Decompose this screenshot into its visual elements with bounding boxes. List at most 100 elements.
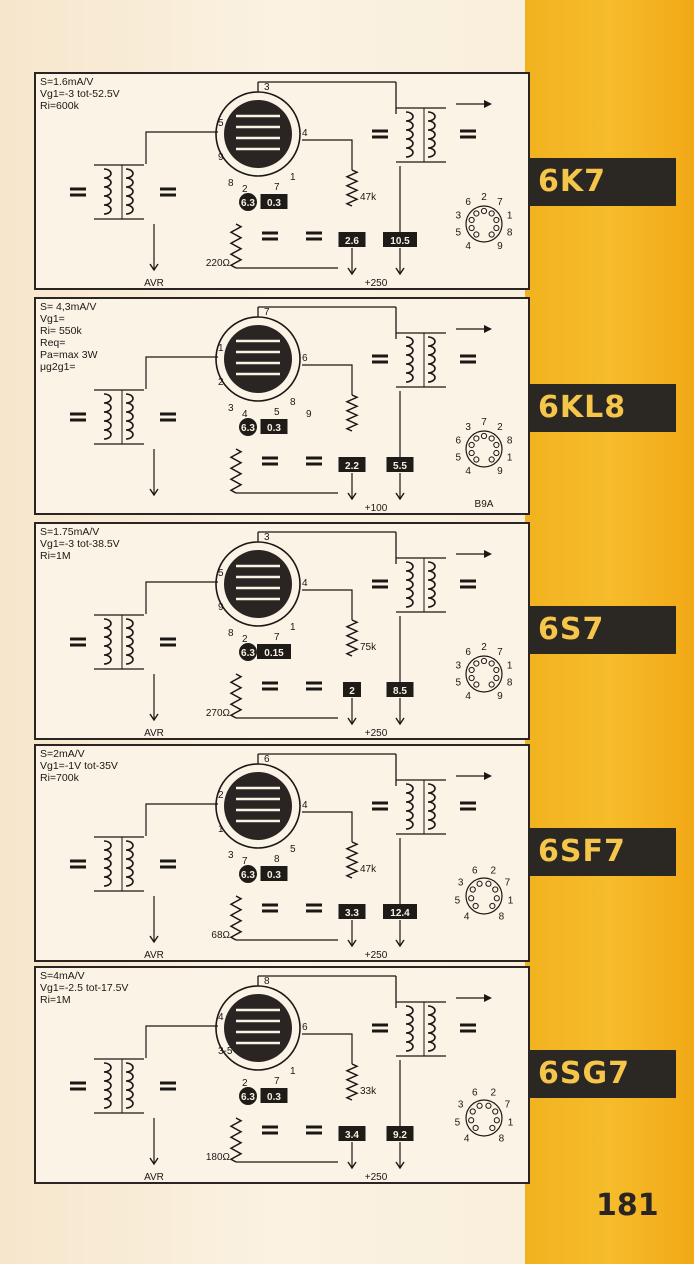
- screen-resistor-value: 33k: [360, 1086, 377, 1097]
- pin-heater-d: 1: [290, 172, 296, 183]
- supply-voltage: +100: [365, 503, 388, 514]
- output-transformer-secondary: [427, 1005, 436, 1052]
- socket-pin: [473, 660, 480, 667]
- socket-pin: [473, 435, 480, 442]
- socket-pin: [468, 441, 475, 449]
- anode-voltage: 5.5: [393, 461, 407, 472]
- screen-resistor: [345, 619, 359, 657]
- input-transformer: [94, 164, 144, 220]
- socket-pin-label: 5: [456, 452, 462, 463]
- output-arrow: [484, 994, 492, 1002]
- pin-right: 4: [302, 128, 308, 139]
- anode-voltage-bg: [386, 457, 414, 472]
- socket-pin-label: 4: [465, 691, 471, 702]
- pin-heater-a: 3: [228, 850, 234, 861]
- socket-pin-label: 4: [465, 466, 471, 477]
- spec-line: Req=: [40, 337, 66, 349]
- socket-pin: [480, 432, 488, 440]
- socket-pin-label: 8: [507, 677, 513, 688]
- socket-pin: [489, 902, 496, 910]
- tube-tag: 6SG7: [530, 1050, 676, 1098]
- output-arrow: [484, 325, 492, 333]
- anode-voltage: 9.2: [393, 1130, 407, 1141]
- pin-left-low: 9: [218, 152, 224, 163]
- socket-pin-label: 6: [472, 1088, 478, 1099]
- socket-pin: [488, 210, 495, 217]
- agc-arrow: [149, 488, 159, 497]
- tuning-capacitor: [160, 1081, 176, 1091]
- cathode-resistor-value: 180Ω: [206, 1152, 231, 1163]
- pin-top: 8: [264, 976, 270, 987]
- input-capacitor: [70, 412, 86, 422]
- screen-wire: [302, 364, 353, 395]
- screen-wire: [302, 1033, 353, 1064]
- socket-pin: [468, 1117, 475, 1124]
- tuning-capacitor: [160, 412, 176, 422]
- supply-voltage: +250: [365, 278, 388, 289]
- socket-base: B9A: [475, 499, 494, 510]
- input-transformer-secondary: [125, 618, 134, 665]
- socket-pin-label: 1: [507, 452, 513, 463]
- socket-outline: [465, 877, 503, 915]
- anode-voltage-bg: [386, 682, 414, 697]
- screen-capacitor: [306, 903, 322, 913]
- socket-pin: [468, 224, 475, 232]
- socket-pin: [488, 231, 495, 238]
- heater-current-bg: [260, 1088, 288, 1103]
- pin-heater-a: 3: [228, 403, 234, 414]
- pin-left-low: 1: [218, 824, 224, 835]
- socket-pin-label: 1: [508, 1118, 514, 1129]
- screen-resistor-value: 47k: [360, 864, 377, 875]
- pin-right: 6: [302, 1022, 308, 1033]
- screen-capacitor: [306, 231, 322, 241]
- socket-pin-label: 7: [505, 1100, 511, 1111]
- socket-pin-label: 5: [455, 1118, 461, 1129]
- screen-resistor: [345, 841, 359, 879]
- input-capacitor: [70, 187, 86, 197]
- spec-line: Vg1=-3 tot-52.5V: [40, 88, 120, 100]
- output-capacitor-b: [460, 1023, 476, 1033]
- socket-pin-label: 2: [481, 192, 487, 203]
- screen-resistor-value: 47k: [360, 192, 377, 203]
- socket-pin: [472, 1124, 479, 1132]
- spec-line: S=1.6mA/V: [40, 76, 94, 88]
- spec-line: S=4mA/V: [40, 970, 85, 982]
- spec-line: S=2mA/V: [40, 748, 85, 760]
- socket-pin-label: 7: [497, 647, 503, 658]
- cathode-capacitor: [262, 903, 278, 913]
- socket-pin: [468, 216, 475, 224]
- output-transformer: [396, 107, 446, 163]
- output-transformer-secondary: [427, 783, 436, 830]
- heater-current: 0.15: [264, 648, 284, 659]
- socket-pin: [493, 216, 500, 224]
- output-arrow: [484, 550, 492, 558]
- pin-heater-a: 8: [228, 628, 234, 639]
- heater-current-bg: [260, 866, 288, 881]
- socket-pin: [488, 435, 495, 442]
- pin-heater-d: 1: [290, 1066, 296, 1077]
- output-arrow: [484, 772, 492, 780]
- pin-grid: 5: [218, 118, 224, 129]
- heater-voltage-marker: [239, 418, 257, 436]
- input-transformer: [94, 389, 144, 445]
- pin-extra: 9: [306, 409, 312, 420]
- pin-heater-a: 8: [228, 178, 234, 189]
- input-transformer-secondary: [125, 1062, 134, 1109]
- socket-outline: [465, 430, 503, 468]
- grid-wire: [145, 803, 218, 836]
- pin-right: 4: [302, 800, 308, 811]
- spec-line: Vg1=-2.5 tot-17.5V: [40, 982, 129, 994]
- socket-pin-label: 2: [481, 642, 487, 653]
- anode-voltage-bg: [383, 904, 417, 919]
- socket-pin: [473, 231, 480, 238]
- output-capacitor-b: [460, 129, 476, 139]
- input-capacitor: [70, 637, 86, 647]
- socket-pin: [469, 886, 476, 893]
- socket-pin: [493, 449, 500, 457]
- cathode-resistor: [229, 673, 243, 719]
- anode-voltage-bg: [383, 232, 417, 247]
- input-transformer: [94, 1058, 144, 1114]
